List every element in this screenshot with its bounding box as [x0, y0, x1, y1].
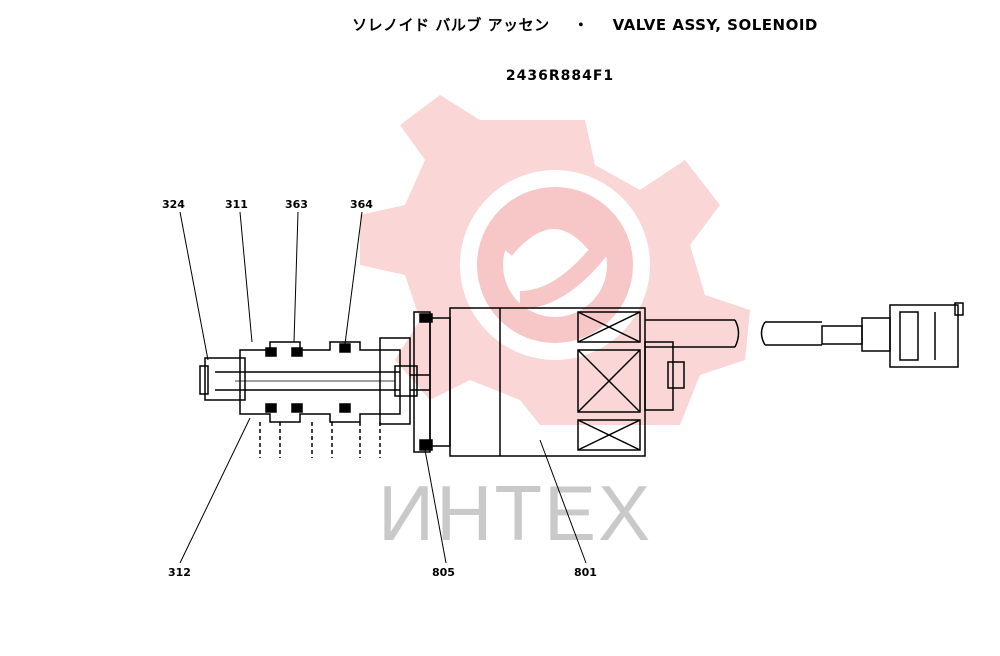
leader-lines	[179, 211, 587, 564]
label-312: 312	[168, 566, 191, 579]
valve-body	[199, 337, 430, 458]
connector-cable	[645, 302, 964, 368]
diagram-title: ソレノイド バルブ アッセン ・ VALVE ASSY, SOLENOID	[0, 14, 1000, 35]
label-363: 363	[285, 198, 308, 211]
watermark-text: ИНТЕХ	[378, 469, 652, 557]
title-english: VALVE ASSY, SOLENOID	[612, 16, 818, 34]
solenoid-coil	[413, 307, 685, 457]
title-separator: ・	[573, 16, 589, 34]
label-311: 311	[225, 198, 248, 211]
label-364: 364	[350, 198, 373, 211]
part-number: 2436R884F1	[505, 68, 615, 84]
title-japanese: ソレノイド バルブ アッセン	[352, 16, 550, 34]
label-805: 805	[432, 566, 455, 579]
label-324: 324	[162, 198, 185, 211]
label-801: 801	[574, 566, 597, 579]
